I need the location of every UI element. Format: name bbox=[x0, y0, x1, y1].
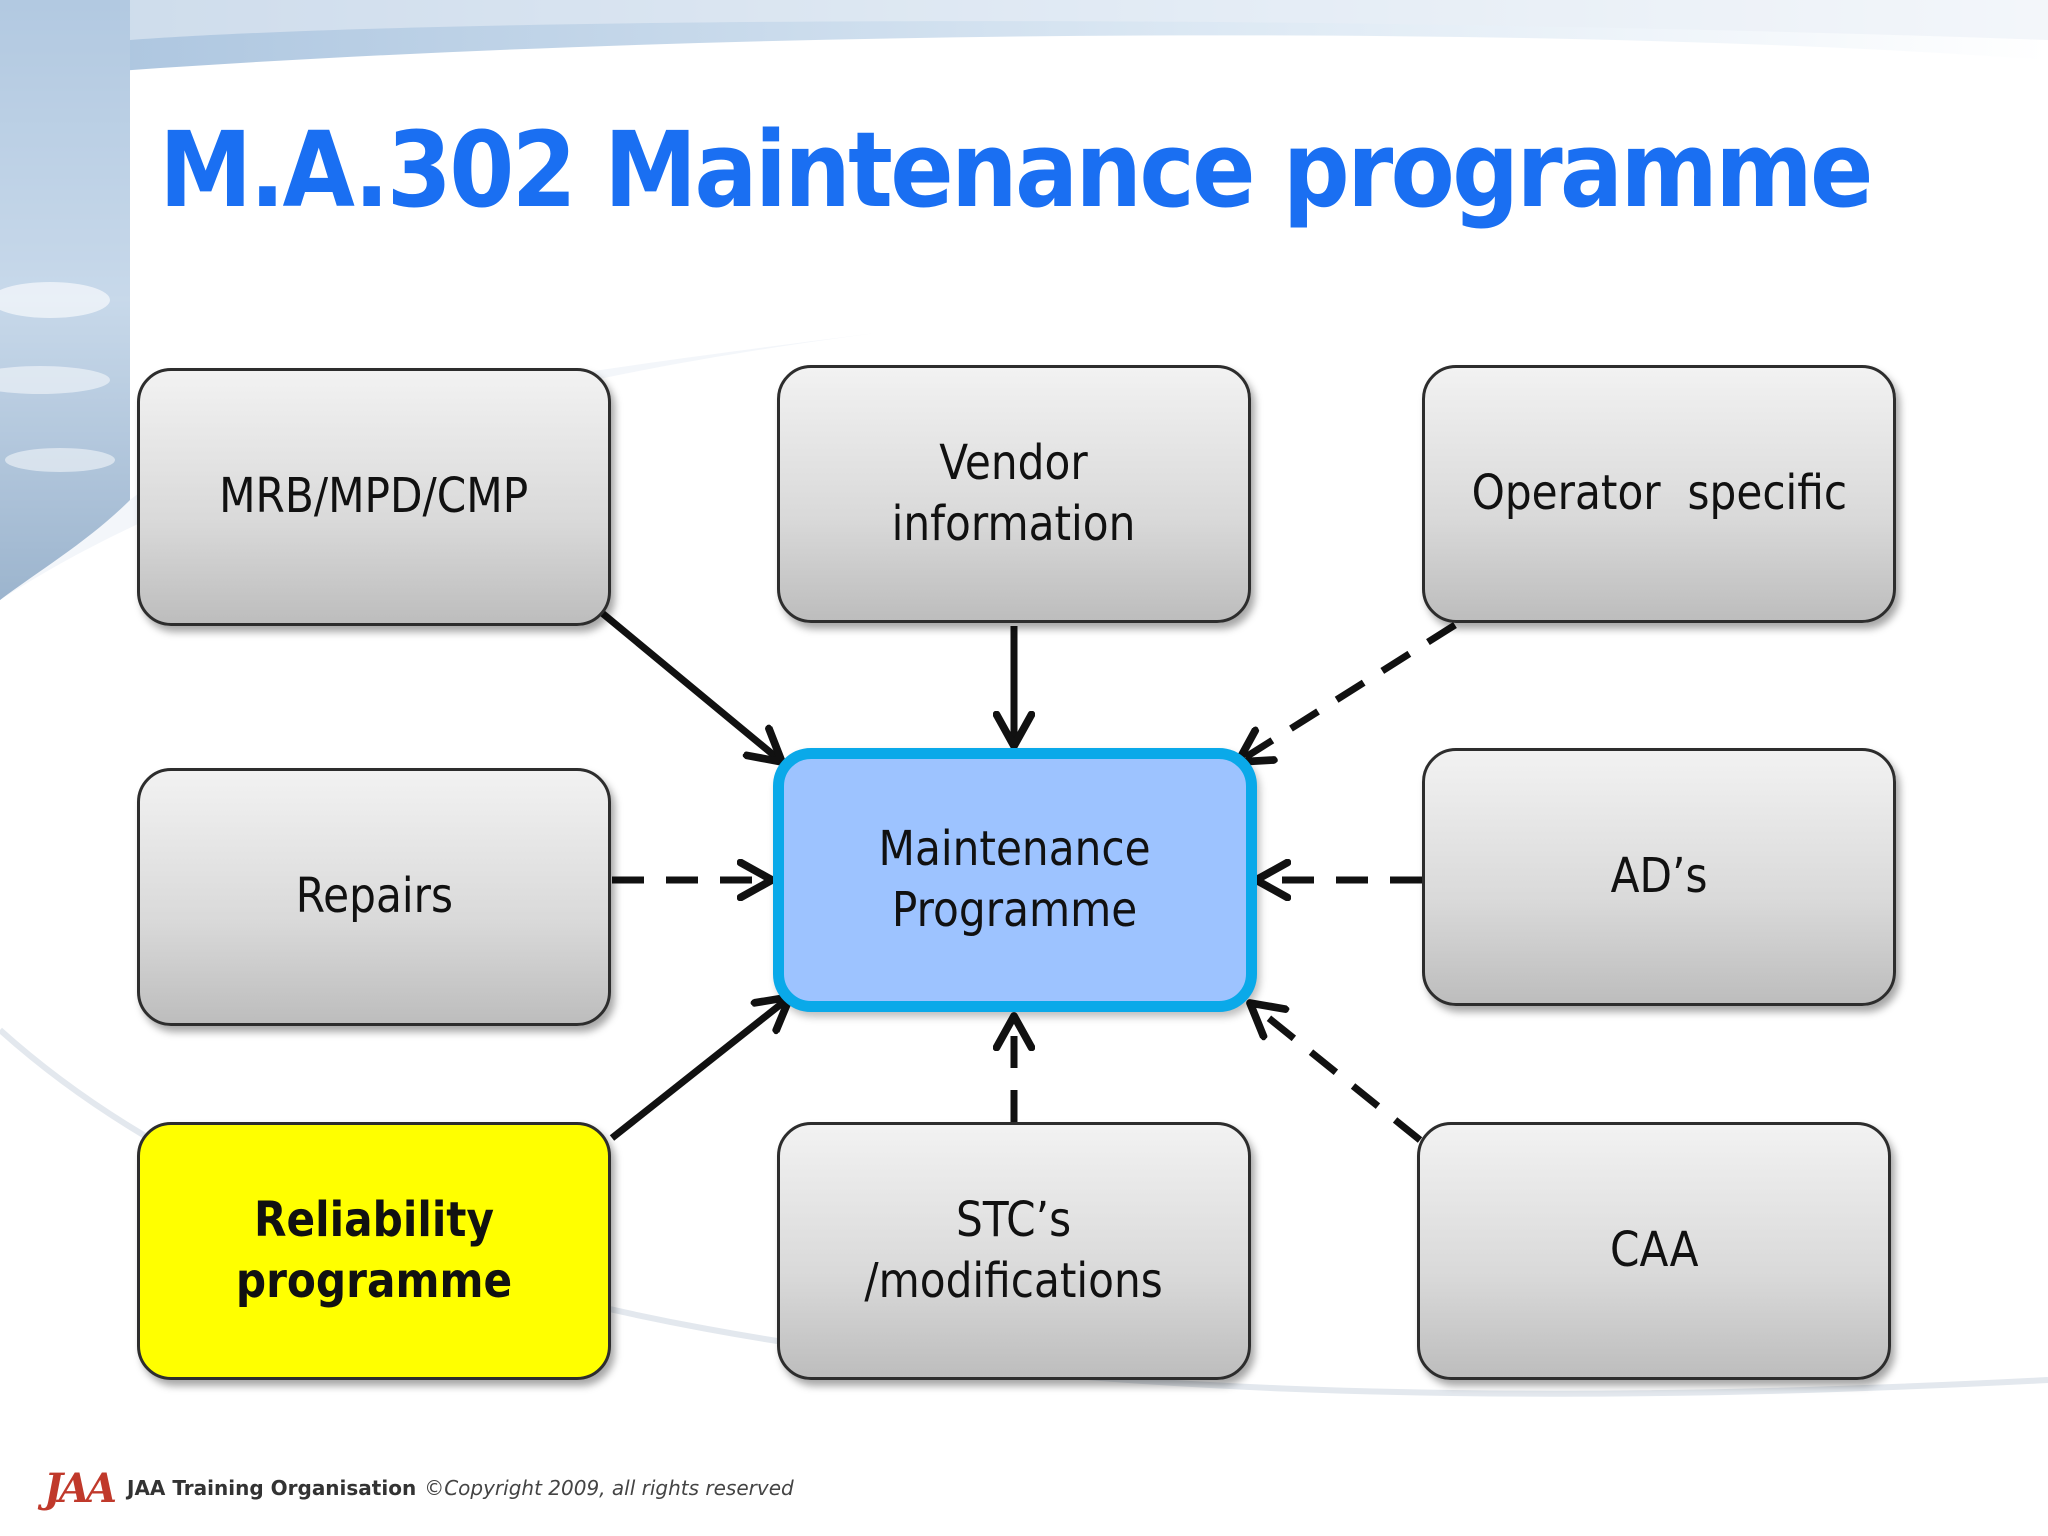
node-repairs: Repairs bbox=[137, 768, 611, 1026]
node-ads-label: AD’s bbox=[1610, 848, 1708, 905]
slide-title: M.A.302 Maintenance programme bbox=[159, 109, 1873, 231]
node-stc-label-2: /modifications bbox=[864, 1253, 1164, 1309]
node-center-label-2: Programme bbox=[892, 882, 1138, 938]
node-operator-specific: Operator specific bbox=[1422, 365, 1896, 623]
arrow-caa-to-center bbox=[1250, 1003, 1423, 1143]
node-mrb-mpd-cmp: MRB/MPD/CMP bbox=[137, 368, 611, 626]
node-ads: AD’s bbox=[1422, 748, 1896, 1006]
node-caa-label: CAA bbox=[1609, 1222, 1699, 1279]
node-reliability-programme: Reliability programme bbox=[137, 1122, 611, 1380]
node-repairs-label: Repairs bbox=[295, 868, 453, 925]
node-reliability-label-2: programme bbox=[235, 1253, 513, 1309]
arrow-reliability-to-center bbox=[609, 997, 790, 1141]
node-vendor-label-1: Vendor bbox=[939, 434, 1089, 491]
footer-organisation: JAA Training Organisation bbox=[127, 1476, 417, 1500]
node-maintenance-programme: Maintenance Programme bbox=[773, 748, 1257, 1012]
node-operator-label: Operator specific bbox=[1471, 465, 1847, 522]
node-mrb-label: MRB/MPD/CMP bbox=[219, 468, 529, 525]
footer-copyright: ©Copyright 2009, all rights reserved bbox=[424, 1476, 794, 1500]
arrow-mrb-to-center bbox=[593, 605, 782, 762]
node-stc-modifications: STC’s /modifications bbox=[777, 1122, 1251, 1380]
node-vendor-label-2: information bbox=[892, 496, 1136, 552]
node-stc-label-1: STC’s bbox=[956, 1191, 1072, 1248]
node-caa: CAA bbox=[1417, 1122, 1891, 1380]
node-center-label-1: Maintenance bbox=[878, 820, 1152, 877]
node-vendor-information: Vendor information bbox=[777, 365, 1251, 623]
jaa-logo: JAA bbox=[44, 1464, 117, 1512]
node-reliability-label-1: Reliability bbox=[253, 1191, 495, 1248]
arrow-operator-to-center bbox=[1238, 622, 1457, 762]
slide-footer: JAA JAA Training Organisation ©Copyright… bbox=[44, 1465, 794, 1512]
